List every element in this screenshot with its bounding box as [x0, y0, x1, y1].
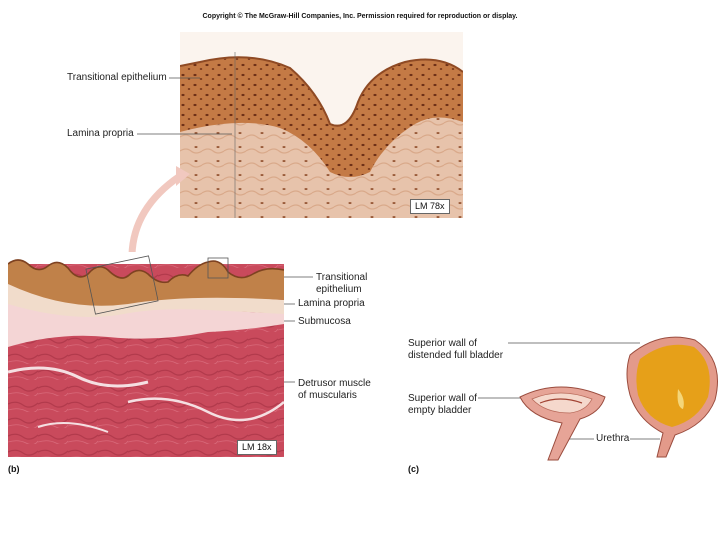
panel-b-letter: (b) — [8, 464, 20, 474]
label-transitional-epithelium-top: Transitional epithelium — [67, 72, 167, 83]
label-superior-wall-empty: Superior wall of empty bladder — [408, 393, 488, 417]
label-transitional-epithelium-b: Transitional epithelium — [316, 272, 376, 296]
copyright-notice: Copyright © The McGraw-Hill Companies, I… — [202, 13, 518, 20]
lumen-space — [180, 32, 463, 126]
magnification-arrow — [128, 173, 182, 263]
label-superior-wall-full: Superior wall of distended full bladder — [408, 338, 518, 362]
label-submucosa: Submucosa — [298, 316, 351, 327]
magnification-label-18x: LM 18x — [237, 440, 277, 455]
label-urethra: Urethra — [596, 433, 630, 444]
label-transitional-epithelium-b-text: Transitional epithelium — [316, 272, 368, 295]
region-box — [85, 255, 159, 315]
label-superior-wall-empty-text: Superior wall of empty bladder — [408, 393, 477, 416]
lamina-propria-layer — [8, 282, 284, 317]
magnification-label-78x: LM 78x — [410, 199, 450, 214]
panel-c-letter: (c) — [408, 464, 419, 474]
full-bladder — [626, 336, 718, 458]
label-detrusor-text: Detrusor muscle of muscularis — [298, 378, 371, 401]
empty-bladder — [519, 386, 606, 461]
label-detrusor: Detrusor muscle of muscularis — [298, 378, 378, 402]
micrograph-low-mag — [8, 252, 284, 457]
label-superior-wall-full-text: Superior wall of distended full bladder — [408, 338, 504, 361]
micrograph-high-mag — [180, 32, 463, 218]
bladder-diagrams — [519, 336, 718, 461]
epithelium-folds — [8, 260, 284, 306]
label-lamina-propria-top: Lamina propria — [67, 128, 134, 139]
label-lamina-propria-b: Lamina propria — [298, 298, 365, 309]
